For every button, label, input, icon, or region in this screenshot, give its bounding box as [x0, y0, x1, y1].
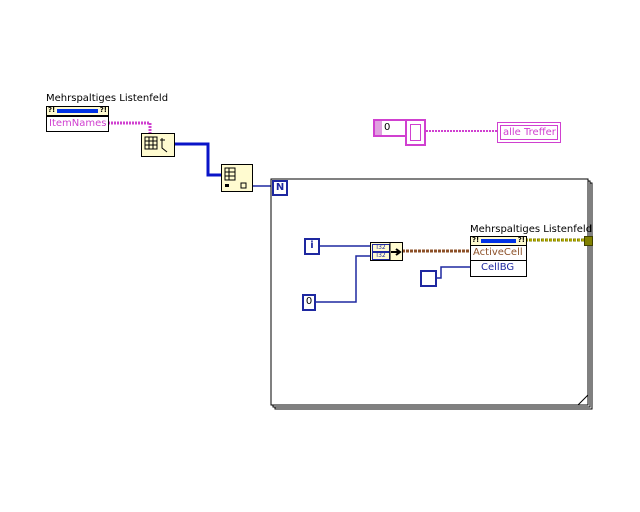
array-element [410, 124, 421, 141]
property-cellbg[interactable]: CellBG [471, 260, 526, 275]
property-node-header: ?!?! [47, 106, 108, 116]
index-array-function[interactable] [221, 164, 253, 192]
property-node-label: Mehrspaltiges Listenfeld [470, 224, 593, 235]
array-grid-icon [144, 136, 168, 153]
zero-wire[interactable] [316, 255, 371, 303]
array-size-function[interactable] [141, 133, 175, 157]
refnum-tunnel[interactable] [584, 236, 593, 246]
string-wire[interactable] [108, 121, 152, 133]
color-wire[interactable] [436, 266, 472, 279]
listbox-property-node[interactable]: ?!?! ActiveCell CellBG [470, 236, 527, 277]
bundle-function[interactable]: I32 I32 [370, 242, 403, 261]
listbox-label: Mehrspaltiges Listenfeld [46, 93, 169, 104]
numeric-value[interactable]: 0 [384, 122, 391, 133]
string-array-control[interactable] [405, 119, 426, 146]
property-itemnames[interactable]: ItemNames [47, 116, 108, 129]
index-array-icon [224, 167, 247, 189]
color-box-constant[interactable] [420, 270, 437, 287]
itemnames-property-node[interactable]: ?!?! ItemNames [46, 106, 109, 132]
loop-count-terminal[interactable]: N [272, 180, 288, 196]
increment-arrows-icon[interactable] [375, 121, 382, 135]
numeric-index-control[interactable]: 0 [373, 119, 407, 137]
alle-treffer-indicator[interactable]: alle Treffer [497, 122, 561, 143]
array-wire[interactable] [174, 142, 221, 177]
for-loop-frame[interactable] [270, 178, 589, 406]
bundle-arrow-icon [389, 243, 402, 260]
indicator-label: alle Treffer [500, 125, 558, 140]
iteration-terminal[interactable]: i [304, 238, 320, 255]
loop-resize-corner[interactable] [576, 393, 589, 406]
property-node-header: ?!?! [471, 236, 526, 246]
property-activecell[interactable]: ActiveCell [473, 247, 523, 258]
zero-constant[interactable]: 0 [302, 294, 316, 311]
